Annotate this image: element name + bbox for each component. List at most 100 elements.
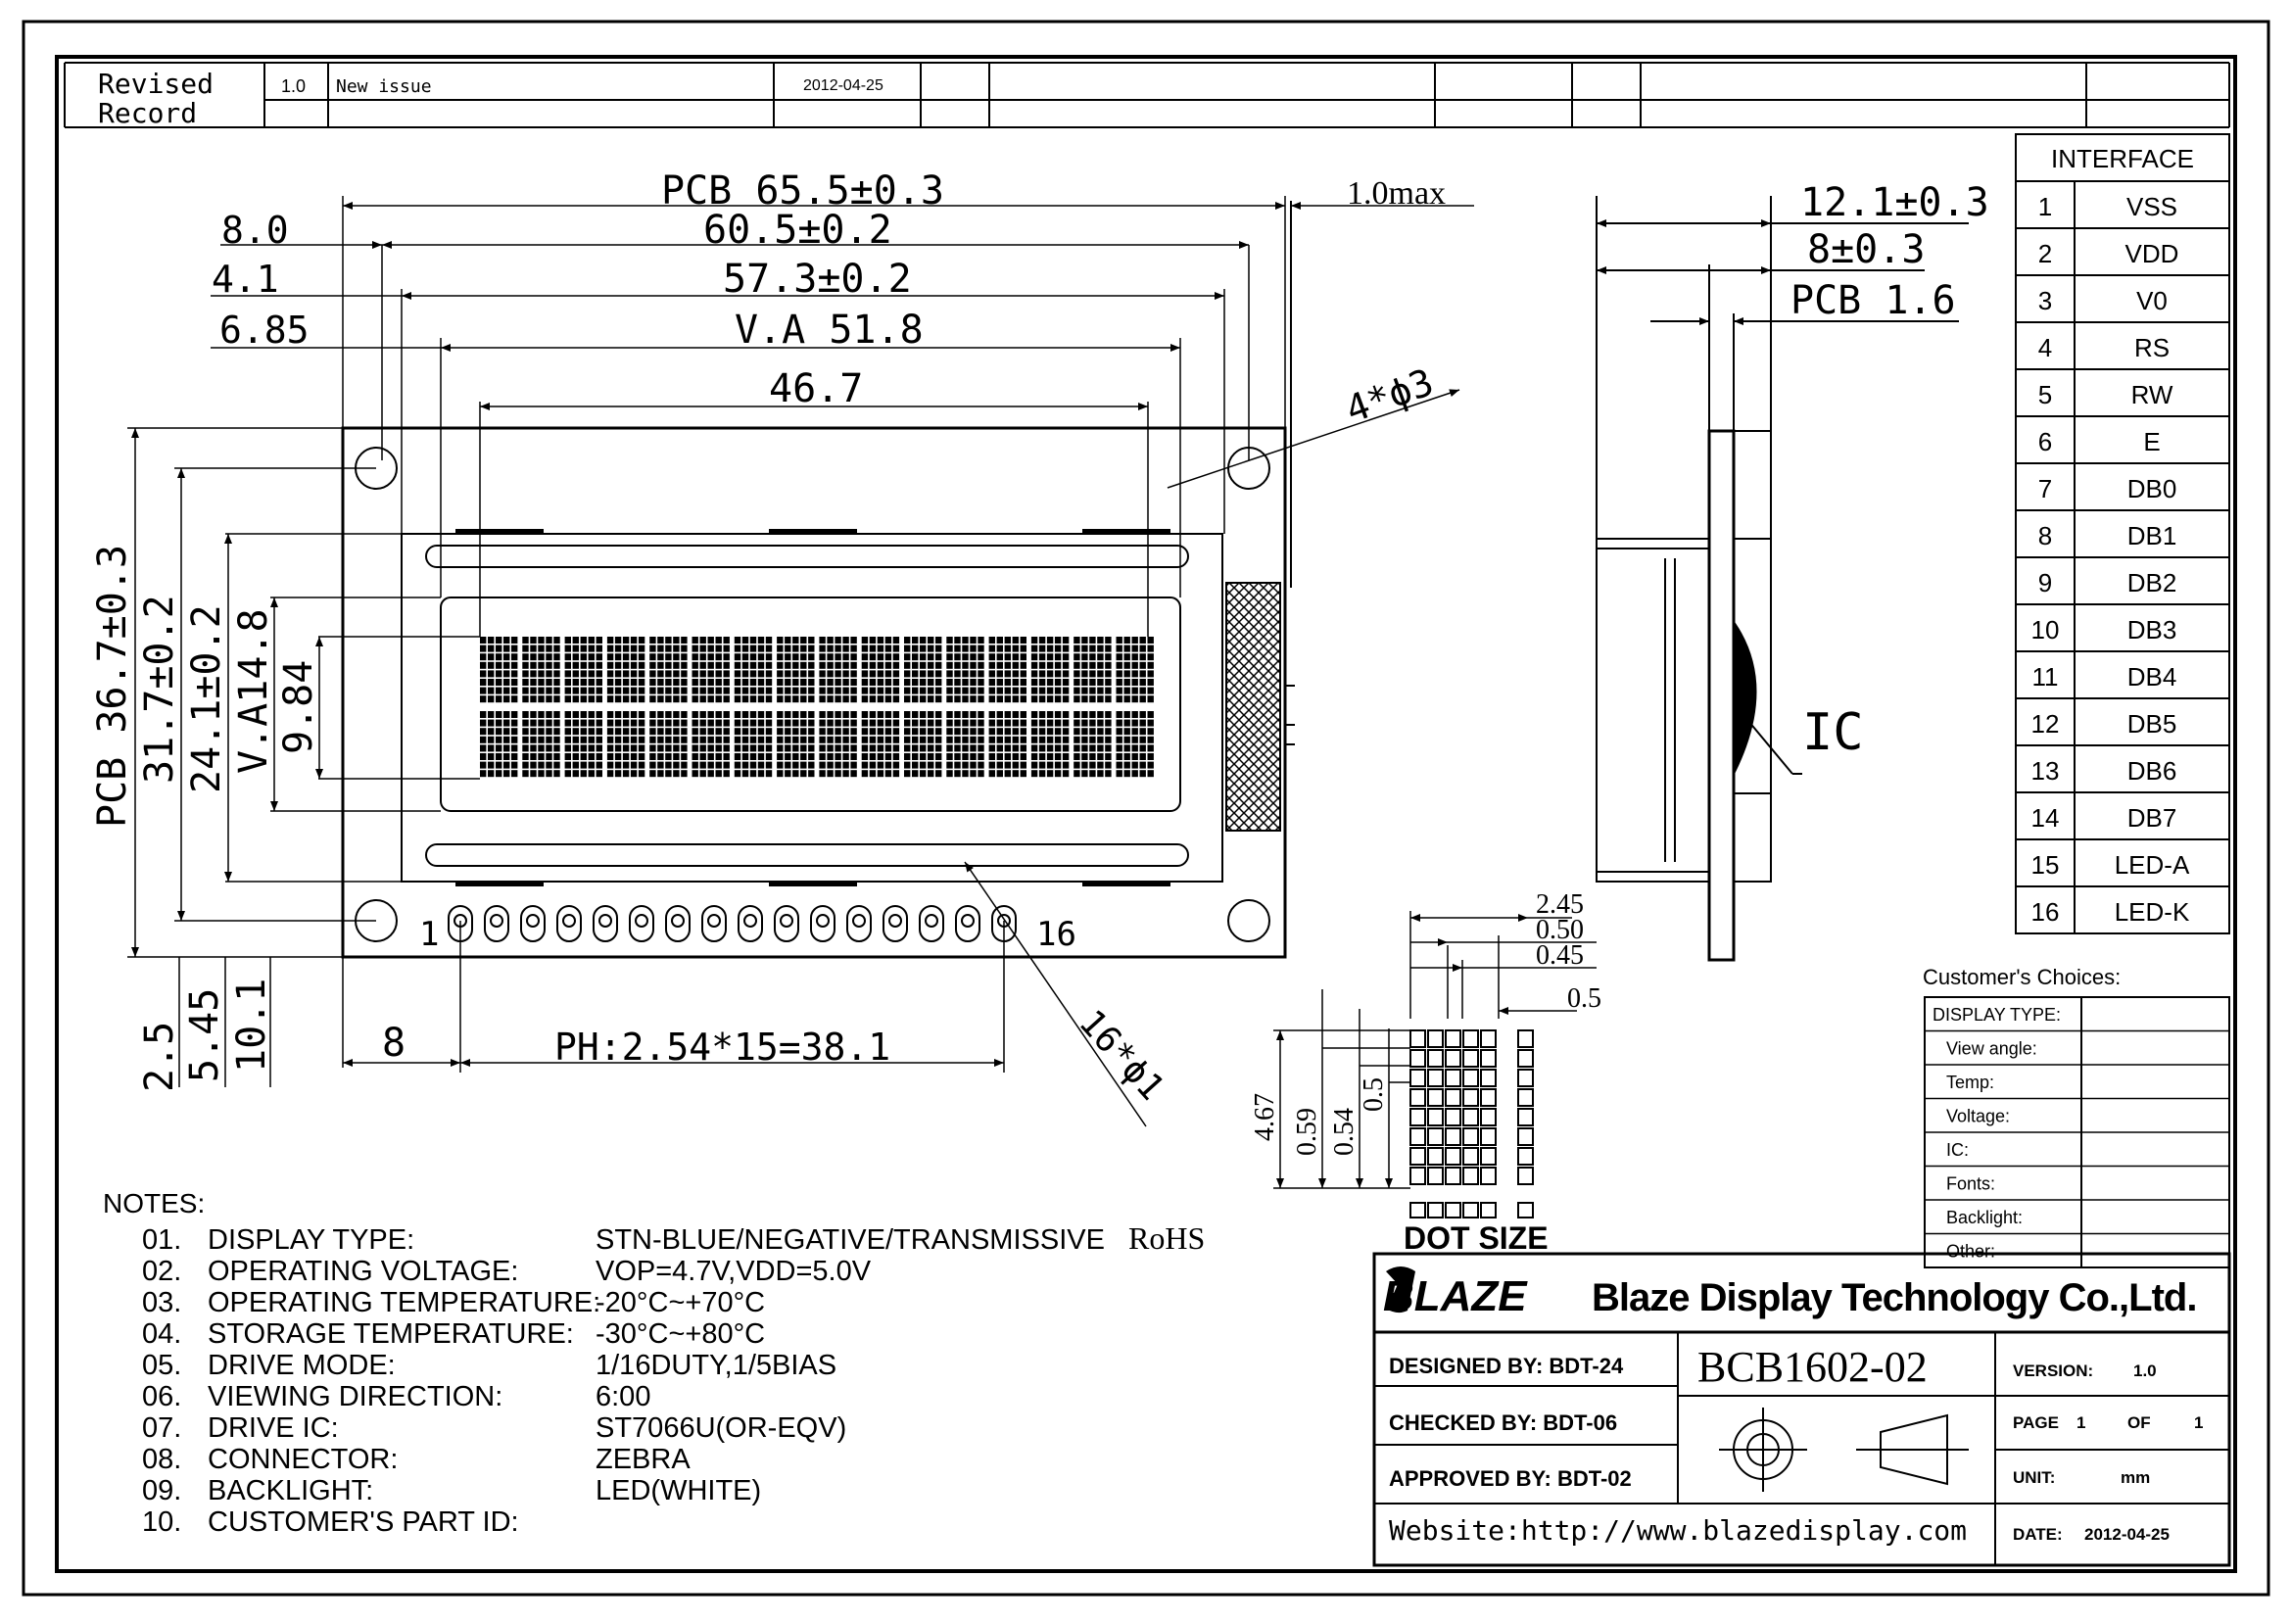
dot xyxy=(749,687,757,694)
dot xyxy=(1012,719,1019,727)
note-number: 02. xyxy=(142,1256,181,1287)
dot xyxy=(580,687,587,694)
dot xyxy=(996,645,1003,652)
dot xyxy=(1054,736,1062,743)
character-cell xyxy=(480,711,518,778)
dot xyxy=(511,637,518,644)
dot xyxy=(892,637,900,644)
note-value: ST7066U(OR-EQV) xyxy=(596,1412,846,1444)
dot xyxy=(596,744,602,752)
dot xyxy=(920,770,927,778)
dot xyxy=(935,653,942,661)
dot-cell xyxy=(1480,1108,1497,1126)
dot xyxy=(723,728,730,736)
dot xyxy=(496,679,502,686)
dot xyxy=(715,670,722,678)
dot xyxy=(884,728,892,736)
dot xyxy=(723,687,730,694)
dot-cell xyxy=(1462,1147,1479,1166)
dot xyxy=(638,645,645,652)
dot xyxy=(1139,661,1146,669)
dot xyxy=(1097,637,1104,644)
dot xyxy=(962,719,969,727)
dot xyxy=(970,753,977,760)
note-label: DRIVE IC: xyxy=(208,1412,339,1444)
dot xyxy=(785,719,791,727)
dot xyxy=(538,770,545,778)
dot-cell xyxy=(1480,1167,1497,1185)
interface-pin-name: DB5 xyxy=(2127,709,2177,739)
dot xyxy=(480,736,487,743)
dot xyxy=(496,711,502,718)
dot xyxy=(496,753,502,760)
dot xyxy=(869,653,877,661)
dot xyxy=(649,744,656,752)
dot xyxy=(1038,645,1046,652)
dot xyxy=(996,670,1003,678)
dot xyxy=(946,719,953,727)
dot xyxy=(861,653,869,661)
dot xyxy=(522,687,529,694)
dot xyxy=(553,645,560,652)
interface-pin-name: DB0 xyxy=(2127,474,2177,503)
dot xyxy=(480,653,487,661)
dot xyxy=(1046,670,1054,678)
dot xyxy=(827,711,834,718)
dot xyxy=(606,695,614,703)
dot xyxy=(785,645,791,652)
dot xyxy=(835,753,841,760)
dot xyxy=(1062,728,1070,736)
dot xyxy=(488,736,495,743)
dot xyxy=(1105,695,1112,703)
dot xyxy=(785,687,791,694)
dot xyxy=(757,687,765,694)
dot-cell xyxy=(1445,1088,1461,1107)
note-label: VIEWING DIRECTION: xyxy=(208,1381,502,1412)
dot xyxy=(572,753,579,760)
note-value: -20°C~+70°C xyxy=(596,1287,765,1318)
dot xyxy=(777,736,784,743)
dot xyxy=(538,744,545,752)
dot xyxy=(954,679,961,686)
dot xyxy=(657,761,664,769)
dot xyxy=(850,653,857,661)
dot xyxy=(988,719,995,727)
next-char-dot xyxy=(1517,1069,1534,1087)
dot xyxy=(777,637,784,644)
dot xyxy=(757,637,765,644)
dot xyxy=(1046,753,1054,760)
dot xyxy=(546,770,552,778)
dot xyxy=(1020,687,1026,694)
dot xyxy=(884,736,892,743)
dot xyxy=(877,695,884,703)
dot xyxy=(1046,744,1054,752)
dot xyxy=(749,645,757,652)
dot xyxy=(765,695,773,703)
dot xyxy=(538,736,545,743)
dot xyxy=(564,753,571,760)
dot xyxy=(765,637,773,644)
dot xyxy=(1089,653,1096,661)
dot xyxy=(935,770,942,778)
dot xyxy=(538,679,545,686)
dot xyxy=(892,728,900,736)
dot xyxy=(904,679,911,686)
dot xyxy=(511,661,518,669)
dot xyxy=(827,637,834,644)
dot xyxy=(978,670,984,678)
dot xyxy=(622,770,630,778)
character-cell xyxy=(819,711,857,778)
side-dim-pcb: PCB 1.6 xyxy=(1790,278,1956,323)
note-value: 1/16DUTY,1/5BIAS xyxy=(596,1350,836,1381)
dot xyxy=(580,761,587,769)
dot xyxy=(1131,670,1138,678)
dot xyxy=(884,753,892,760)
dot xyxy=(630,753,638,760)
dot xyxy=(657,753,664,760)
dot xyxy=(777,744,784,752)
dot xyxy=(503,719,510,727)
dot xyxy=(792,670,799,678)
interface-pin-number: 1 xyxy=(2038,192,2052,221)
dot xyxy=(946,761,953,769)
dot xyxy=(935,695,942,703)
